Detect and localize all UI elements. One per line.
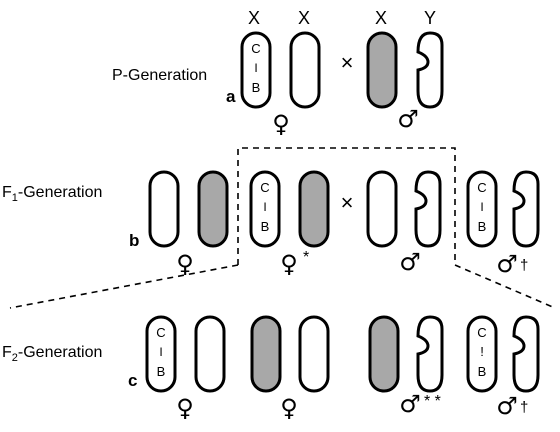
f1-generation-label: F1-Generation: [2, 184, 102, 204]
p-generation-label: P-Generation: [112, 67, 207, 84]
f1-male-2-dagger: †: [520, 257, 528, 274]
p-female-symbol: ♀: [272, 110, 290, 138]
f1-female-1-x-chromosome: [148, 170, 180, 248]
f2-male-1-symbol: ♂: [399, 390, 421, 418]
f2-male-2-symbol: ♂: [496, 392, 518, 420]
p-male-x-mutant-chromosome: [366, 31, 398, 109]
marker-bar-alt: !: [480, 344, 484, 359]
f2-male-2-dagger: †: [520, 399, 528, 416]
f2-female-2-symbol: ♀: [280, 394, 298, 422]
f1-to-f2-dashed-connector: [9, 147, 556, 309]
marker-c: C: [260, 180, 269, 195]
f2-female-2-x-chromosome: [298, 315, 330, 393]
marker-bar: I: [480, 200, 483, 214]
f2-male-1-y-chromosome: [416, 315, 444, 393]
f2-male-1-x-mutant-chromosome: [368, 315, 400, 393]
f1-generation-letter: b: [129, 231, 139, 250]
f1-male-2-x-cib-chromosome: C I B: [466, 170, 498, 248]
f1-female-2-x-cib-chromosome: C I B: [249, 170, 281, 248]
marker-c: C: [251, 41, 260, 56]
marker-b: B: [157, 364, 166, 379]
f1-male-1-y-chromosome: [414, 170, 442, 248]
f1-male-1-symbol: ♂: [399, 248, 421, 276]
marker-b: B: [478, 364, 487, 379]
p-male-y-chromosome: [416, 31, 444, 109]
f2-male-2-y-chromosome: [512, 315, 540, 393]
marker-b: B: [478, 219, 487, 234]
p-cross-symbol: ×: [341, 50, 354, 75]
f2-male-2-x-cib-chromosome: C ! B: [466, 315, 498, 393]
p-female-x-chromosome: [289, 31, 321, 109]
f2-female-1-x-chromosome: [194, 315, 226, 393]
f1-male-2-y-chromosome: [512, 170, 540, 248]
marker-bar: I: [254, 61, 257, 75]
y-label: Y: [424, 8, 436, 28]
marker-b: B: [261, 219, 270, 234]
x-label-2: X: [298, 8, 310, 28]
f2-female-1-symbol: ♀: [176, 394, 194, 422]
f1-female-star: *: [303, 249, 309, 266]
f2-male-1-double-star: * *: [424, 393, 441, 410]
f1-male-1-x-chromosome: [366, 170, 398, 248]
f2-generation-label: F2-Generation: [2, 344, 102, 364]
f2-female-2-x-mutant-chromosome: [250, 315, 282, 393]
x-label-3: X: [375, 8, 387, 28]
f1-female-2-symbol: ♀: [280, 250, 298, 278]
f1-male-2-symbol: ♂: [496, 250, 518, 278]
p-male-symbol: ♂: [397, 105, 419, 133]
marker-b: B: [252, 80, 261, 95]
f1-cross-symbol: ×: [341, 190, 354, 215]
f2-female-1-x-cib-chromosome: C I B: [145, 315, 177, 393]
f2-generation-letter: c: [128, 371, 137, 390]
f1-female-1-symbol: ♀: [176, 250, 194, 278]
marker-bar: I: [263, 200, 266, 214]
f1-female-1-x-mutant-chromosome: [197, 170, 229, 248]
p-generation-letter: a: [226, 87, 236, 106]
x-label-1: X: [248, 8, 260, 28]
marker-bar: I: [159, 345, 162, 359]
marker-c: C: [156, 325, 165, 340]
f1-female-2-x-mutant-chromosome: [298, 170, 330, 248]
marker-c: C: [477, 325, 486, 340]
p-female-x-cib-chromosome: C I B: [240, 31, 272, 109]
marker-c: C: [477, 180, 486, 195]
